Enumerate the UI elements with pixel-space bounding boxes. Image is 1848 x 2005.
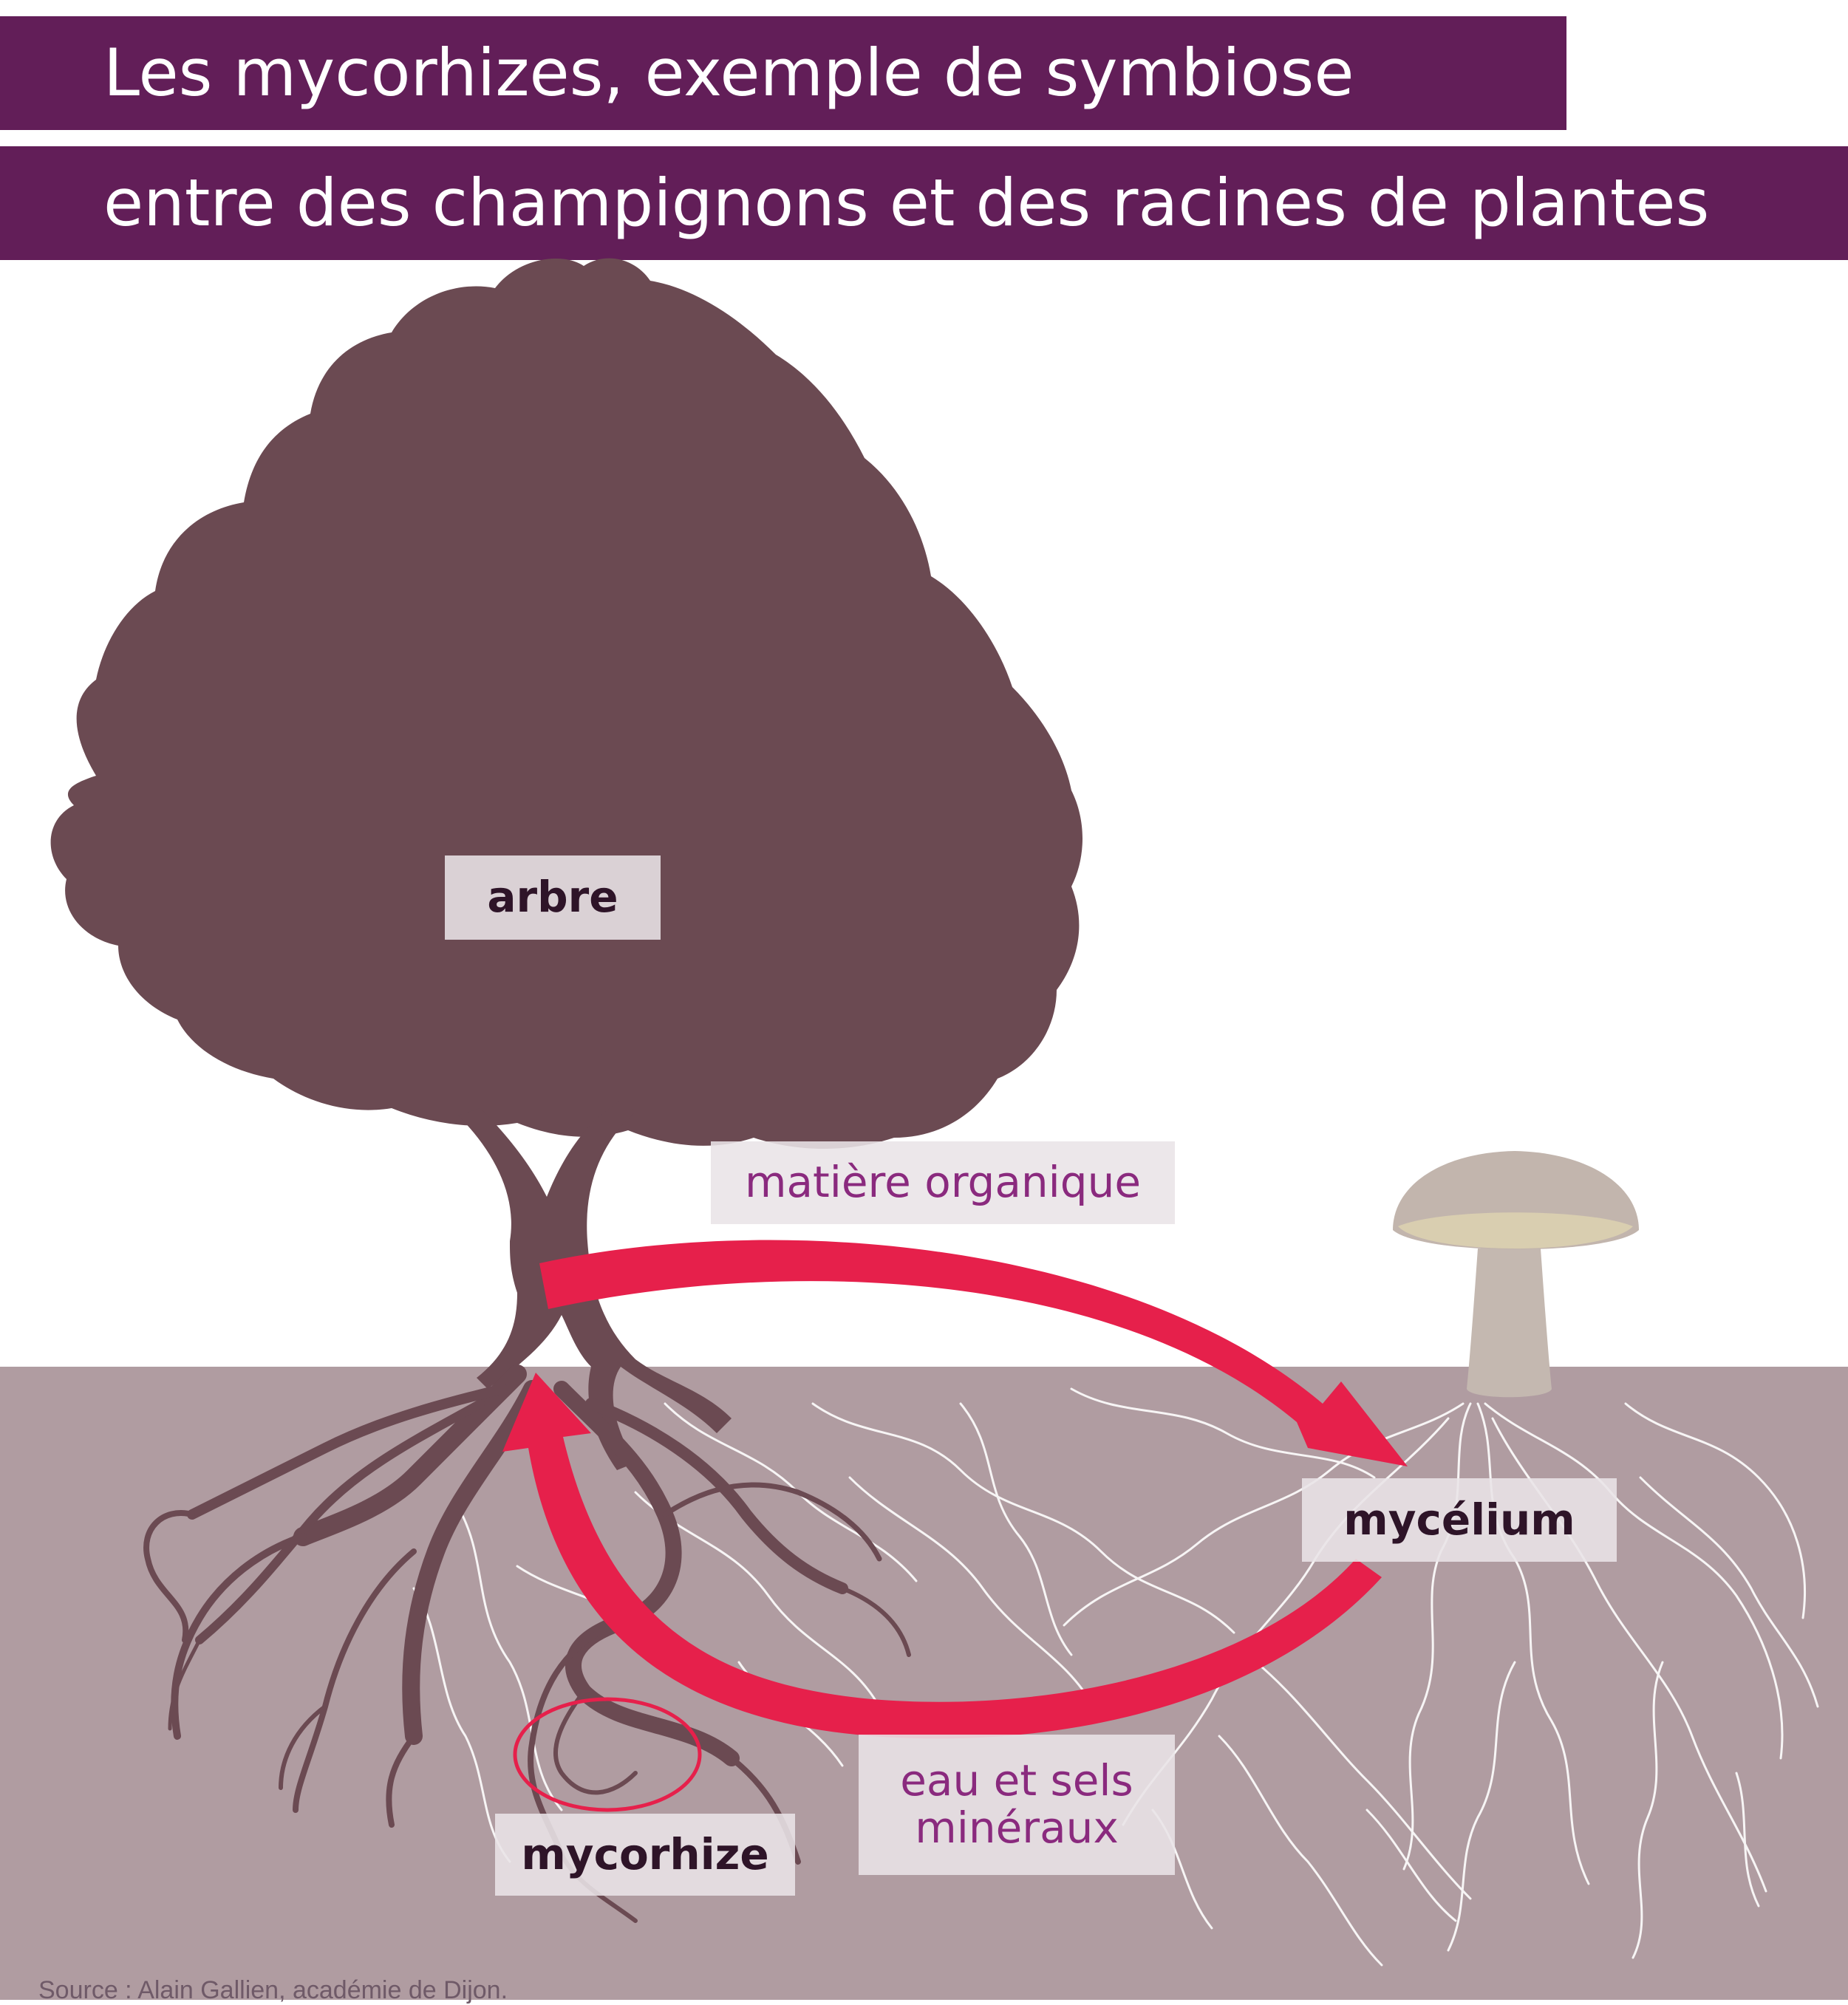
label-organic-matter: matière organique <box>711 1141 1175 1224</box>
label-mycelium: mycélium <box>1302 1478 1617 1562</box>
label-water-line-2: minéraux <box>915 1803 1119 1853</box>
label-water-line-1: eau et sels <box>900 1755 1133 1806</box>
label-mycorrhiza: mycorhize <box>495 1814 795 1896</box>
mycorrhiza-highlight-circle <box>513 1697 702 1812</box>
tree-trunk <box>458 1101 732 1470</box>
label-water-minerals: eau et sels minéraux <box>859 1735 1175 1875</box>
source-credit: Source : Alain Gallien, académie de Dijo… <box>38 1976 508 2004</box>
mushroom <box>1393 1151 1639 1398</box>
tree-canopy <box>50 258 1083 1149</box>
soil-layer <box>0 1367 1848 2000</box>
organic-matter-arrow <box>539 1240 1408 1466</box>
label-tree: arbre <box>445 855 661 940</box>
title-line-1: Les mycorhizes, exemple de symbiose <box>0 16 1566 130</box>
mushroom-stem <box>1467 1249 1552 1398</box>
title-line-2: entre des champignons et des racines de … <box>0 146 1848 260</box>
tree <box>50 258 1083 1470</box>
mushroom-gills <box>1398 1212 1633 1249</box>
